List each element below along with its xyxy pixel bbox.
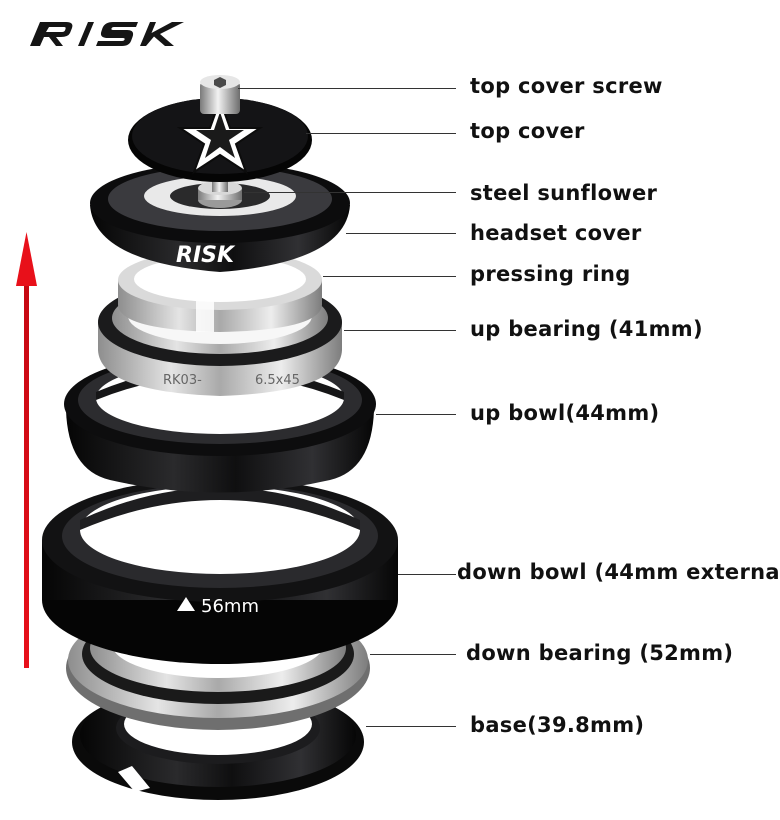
bearing-size-mark: 6.5x45 <box>255 373 300 388</box>
label-steel-sunflower: steel sunflower <box>470 181 658 205</box>
leader-down-bearing <box>370 654 456 655</box>
leader-top-cover-screw <box>238 88 456 89</box>
bowl-size-mark: 56mm <box>177 596 259 617</box>
down-bowl-part <box>42 478 398 664</box>
leader-pressing-ring <box>323 276 456 277</box>
leader-steel-sunflower <box>244 192 456 193</box>
label-base: base(39.8mm) <box>470 713 645 737</box>
leader-up-bearing <box>344 330 456 331</box>
leader-base <box>366 726 456 727</box>
label-down-bowl: down bowl (44mm externa <box>457 560 780 584</box>
label-top-cover: top cover <box>470 119 585 143</box>
brand-logo <box>30 22 184 46</box>
label-top-cover-screw: top cover screw <box>470 74 663 98</box>
top-cover-screw-part <box>200 75 240 114</box>
label-headset-cover: headset cover <box>470 221 642 245</box>
label-up-bearing: up bearing (41mm) <box>470 317 703 341</box>
label-pressing-ring: pressing ring <box>470 262 631 286</box>
label-down-bearing: down bearing (52mm) <box>466 641 734 665</box>
bearing-code-mark: RK03- <box>163 373 202 388</box>
headset-illustration: RISK RK03- 6.5x45 56mm <box>16 75 398 800</box>
leader-up-bowl <box>376 414 456 415</box>
direction-arrow <box>16 232 37 668</box>
top-cover-part <box>128 97 312 182</box>
leader-down-bowl <box>398 574 456 575</box>
label-up-bowl: up bowl(44mm) <box>470 401 660 425</box>
leader-headset-cover <box>346 233 456 234</box>
bowl-size-text: 56mm <box>201 596 259 617</box>
leader-top-cover <box>306 133 456 134</box>
headset-diagram: RISK RK03- 6.5x45 56mm top cover screw t… <box>16 22 780 800</box>
cover-logo-mark: RISK <box>176 243 236 268</box>
